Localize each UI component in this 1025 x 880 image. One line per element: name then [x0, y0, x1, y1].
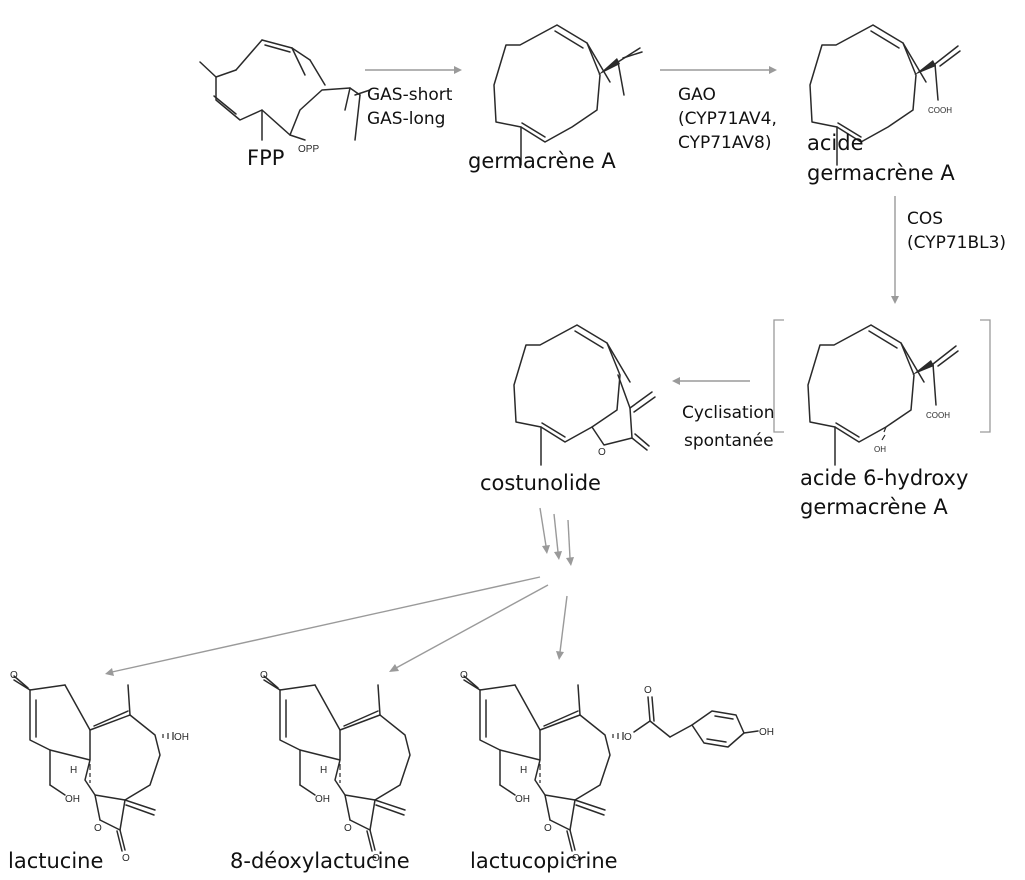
lactucopicrine-structure: O O OH O OH O O H [460, 670, 774, 864]
lactone-oxygen-label: O [94, 823, 102, 834]
gao-label: GAO [678, 85, 716, 105]
hydroxy-label-line2: germacrène A [800, 495, 948, 519]
cooh-label: COOH [928, 106, 952, 115]
lactucopicrine-label: lactucopicrine [470, 849, 618, 873]
ester-oxygen-label: O [624, 732, 632, 743]
gas-long-label: GAS-long [367, 109, 445, 129]
cos-label: COS [907, 209, 943, 229]
hydroxy-bracket [773, 319, 991, 433]
deoxylactucine-structure: O OH O O H [260, 670, 411, 864]
oh-label: OH [174, 732, 189, 743]
germacrene-a-structure [493, 24, 643, 166]
gao-cyp1-label: (CYP71AV4, [678, 109, 777, 129]
acid-label-line1: acide [807, 131, 864, 155]
arrow-gas [365, 66, 462, 74]
arrow-gao [660, 66, 777, 74]
ring-oxygen-label: O [598, 447, 606, 458]
hydroxymethyl-oh-label: OH [315, 794, 330, 805]
gas-short-label: GAS-short [367, 85, 453, 105]
costunolide-structure: O [513, 324, 656, 466]
hydroxymethyl-oh-label: OH [515, 794, 530, 805]
lactucine-label: lactucine [8, 849, 103, 873]
fpp-structure: OPP [199, 39, 371, 155]
carbonyl-oxygen-label: O [372, 853, 380, 864]
lactucine-structure: OH O OH O O H [10, 670, 189, 864]
cyclisation-label: Cyclisation [682, 403, 775, 423]
deoxylactucine-label: 8-déoxylactucine [230, 849, 410, 873]
branch-arrows [105, 576, 568, 676]
ketone-oxygen-label: O [10, 670, 18, 681]
acid-label-line2: germacrène A [807, 161, 955, 185]
arrow-cyclisation [672, 377, 750, 385]
hydrogen-label: H [320, 765, 327, 776]
opp-label: OPP [298, 144, 319, 155]
hydroxy-acid-structure: OH COOH [807, 324, 959, 466]
ester-carbonyl-oxygen-label: O [644, 685, 652, 696]
carbonyl-oxygen-label: O [122, 853, 130, 864]
ketone-oxygen-label: O [260, 670, 268, 681]
hydrogen-label: H [520, 765, 527, 776]
germacrene-a-label: germacrène A [468, 149, 616, 173]
gao-cyp2-label: CYP71AV8) [678, 133, 771, 153]
hydroxymethyl-oh-label: OH [65, 794, 80, 805]
spontanee-label: spontanée [684, 431, 774, 451]
multistep-arrows [539, 507, 574, 566]
carbonyl-oxygen-label: O [572, 853, 580, 864]
hydrogen-label: H [70, 765, 77, 776]
phenol-oh-label: OH [759, 727, 774, 738]
costunolide-label: costunolide [480, 471, 601, 495]
fpp-label: FPP [247, 146, 284, 170]
cooh-label: COOH [926, 411, 950, 420]
lactone-oxygen-label: O [344, 823, 352, 834]
arrow-cos [891, 196, 899, 304]
cos-cyp-label: (CYP71BL3) [907, 233, 1006, 253]
germacrene-acid-structure: COOH [809, 24, 961, 166]
lactone-oxygen-label: O [544, 823, 552, 834]
hydroxy-label-line1: acide 6-hydroxy [800, 466, 968, 490]
oh-label: OH [874, 445, 886, 454]
ketone-oxygen-label: O [460, 670, 468, 681]
